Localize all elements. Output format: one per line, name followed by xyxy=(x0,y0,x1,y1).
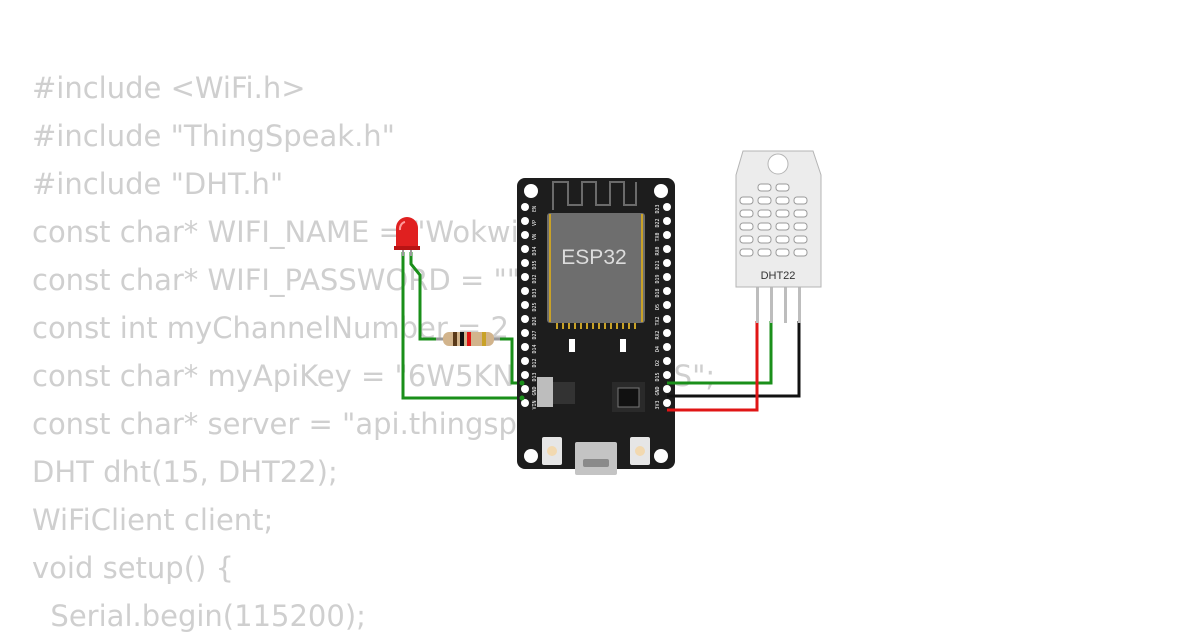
pin-label: D12 xyxy=(532,358,538,367)
pin-label: D34 xyxy=(532,246,538,255)
code-line: #include <WiFi.h> xyxy=(32,71,306,105)
pin-label: EN xyxy=(532,206,538,212)
code-background: #include <WiFi.h> #include "ThingSpeak.h"… xyxy=(32,64,715,640)
pin-label: D27 xyxy=(532,330,538,339)
code-line: DHT dht(15, DHT22); xyxy=(32,455,338,489)
pin-label: D4 xyxy=(655,346,661,352)
pin-label: 3V3 xyxy=(655,400,661,409)
pin-label: D25 xyxy=(532,302,538,311)
pin-label: VP xyxy=(532,220,538,226)
wire-dht-vcc[interactable] xyxy=(667,321,759,412)
code-line: const int myChannelNumber = 2 xyxy=(32,311,509,345)
pin-label: D22 xyxy=(655,218,661,227)
pin-label: D21 xyxy=(655,260,661,269)
pin-label: D35 xyxy=(532,260,538,269)
wire-led-anode-resistor[interactable] xyxy=(409,252,443,341)
pin-label: D2 xyxy=(655,360,661,366)
esp32-label: ESP32 xyxy=(561,246,626,269)
wire-dht-data[interactable] xyxy=(667,321,773,385)
pin-label: VIN xyxy=(532,400,538,409)
code-line: Serial.begin(115200); xyxy=(32,599,366,633)
dht22-label: DHT22 xyxy=(761,270,796,282)
pin-label: D26 xyxy=(532,316,538,325)
pin-label: D33 xyxy=(532,288,538,297)
code-line: WiFiClient client; xyxy=(32,503,274,537)
pin-label: D32 xyxy=(532,274,538,283)
code-line: #include "DHT.h" xyxy=(32,167,284,201)
wire-dht-gnd[interactable] xyxy=(667,321,801,398)
pin-label: VN xyxy=(532,234,538,240)
red-led[interactable] xyxy=(394,217,420,256)
esp32-board[interactable]: ESP32 EN VP VN D34 D35 D32 D33 D25 xyxy=(517,178,675,475)
wire-led-cathode-gnd[interactable] xyxy=(401,252,522,400)
code-line: void setup() { xyxy=(32,551,234,585)
pin-label: D5 xyxy=(655,304,661,310)
pin-label: D14 xyxy=(532,344,538,353)
pin-label: RX2 xyxy=(655,330,661,339)
code-line: #include "ThingSpeak.h" xyxy=(32,119,396,153)
pin-label: TX0 xyxy=(655,232,661,241)
pin-label: GND xyxy=(655,386,661,395)
pin-label: D13 xyxy=(532,372,538,381)
pin-label: GND xyxy=(532,386,538,395)
pin-label: D18 xyxy=(655,288,661,297)
resistor[interactable] xyxy=(436,332,500,346)
code-line: const char* WIFI_PASSWORD = ""; xyxy=(32,263,530,297)
pin-label: D23 xyxy=(655,204,661,213)
pin-label: RX0 xyxy=(655,246,661,255)
pin-label: TX2 xyxy=(655,316,661,325)
pin-label: D15 xyxy=(655,372,661,381)
dht22-sensor[interactable]: DHT22 xyxy=(735,150,822,323)
pin-label: D19 xyxy=(655,274,661,283)
